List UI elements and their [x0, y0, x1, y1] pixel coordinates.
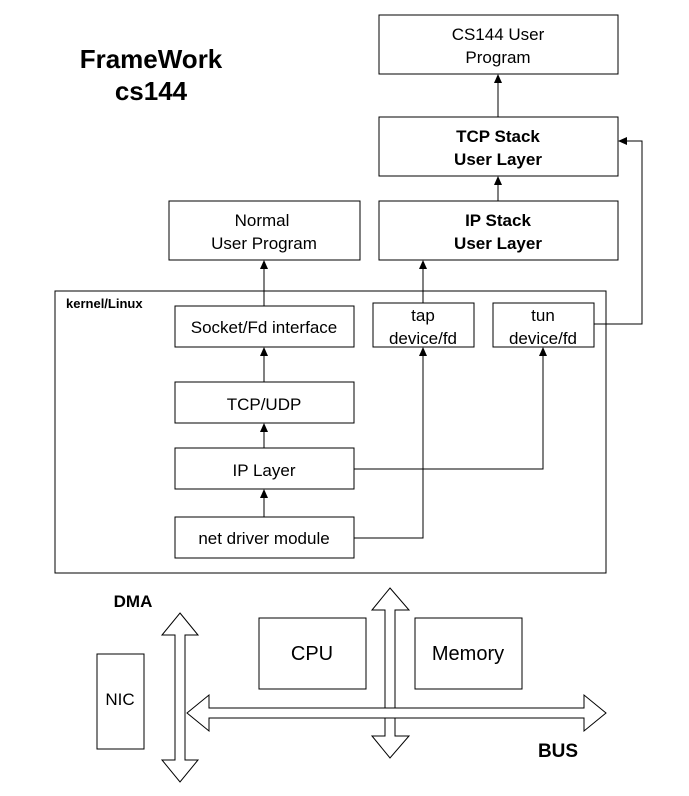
cs144-user-program-label-line1: CS144 User: [452, 25, 545, 44]
bus-double-arrow: [186, 693, 607, 733]
tun-device-label-line1: tun: [531, 306, 555, 325]
nic-label: NIC: [105, 690, 134, 709]
arrowhead-tcp-to-cs144: [494, 74, 502, 83]
arrowhead-tcpudp-to-socket: [260, 347, 268, 356]
arrowhead-socket-to-normal: [260, 260, 268, 269]
ip-layer-label: IP Layer: [232, 461, 295, 480]
dma-label: DMA: [114, 592, 153, 611]
socket-interface-box: [174, 305, 355, 348]
arrowhead-ip-to-tcp: [494, 176, 502, 185]
normal-user-program-label-line2: User Program: [211, 234, 317, 253]
normal-user-program-box: [168, 200, 361, 261]
cpu-label: CPU: [291, 643, 333, 665]
memory-box: [414, 617, 523, 690]
arrowhead-tap-to-ip-stack: [419, 260, 427, 269]
cs144-user-program-box: [378, 14, 619, 75]
socket-interface-label: Socket/Fd interface: [191, 318, 337, 337]
tcp-stack-label-line1: TCP Stack: [456, 127, 540, 146]
tun-device-box: [492, 302, 595, 348]
arrowhead-driver-to-iplayer: [260, 489, 268, 498]
nic-box: [96, 653, 145, 750]
ip-stack-box: [378, 200, 619, 261]
arrowhead-iplayer-to-tcpudp: [260, 423, 268, 432]
cpu-box: [258, 617, 367, 690]
ip-stack-label-line1: IP Stack: [465, 211, 531, 230]
tun-device-label-line2: device/fd: [509, 329, 577, 348]
arrow-iplayer-to-tun: [354, 355, 544, 470]
arrow-tun-to-tcp-stack: [594, 140, 643, 325]
arrowhead-tun-to-tcp-stack: [618, 137, 627, 145]
memory-label: Memory: [432, 643, 504, 665]
diagram-title-line1: FrameWork: [80, 44, 223, 74]
cs144-user-program-label-line2: Program: [465, 48, 530, 67]
ip-stack-label-line2: User Layer: [454, 234, 542, 253]
tcp-udp-label: TCP/UDP: [227, 395, 302, 414]
arrowhead-driver-to-tap: [419, 347, 427, 356]
arrowhead-iplayer-to-tun: [539, 347, 547, 356]
tap-device-label-line2: device/fd: [389, 329, 457, 348]
tcp-stack-label-line2: User Layer: [454, 150, 542, 169]
arrow-driver-to-tap: [354, 355, 424, 539]
tcp-udp-box: [174, 381, 355, 424]
memory-bus-double-arrow: [370, 587, 411, 759]
dma-double-arrow: [160, 612, 200, 783]
diagram-title-line2: cs144: [115, 76, 188, 106]
tap-device-box: [372, 302, 475, 348]
ip-layer-box: [174, 447, 355, 490]
net-driver-label: net driver module: [198, 529, 329, 548]
normal-user-program-label-line1: Normal: [235, 211, 290, 230]
kernel-label: kernel/Linux: [66, 296, 143, 311]
tap-device-label-line1: tap: [411, 306, 435, 325]
bus-label: BUS: [538, 741, 578, 762]
